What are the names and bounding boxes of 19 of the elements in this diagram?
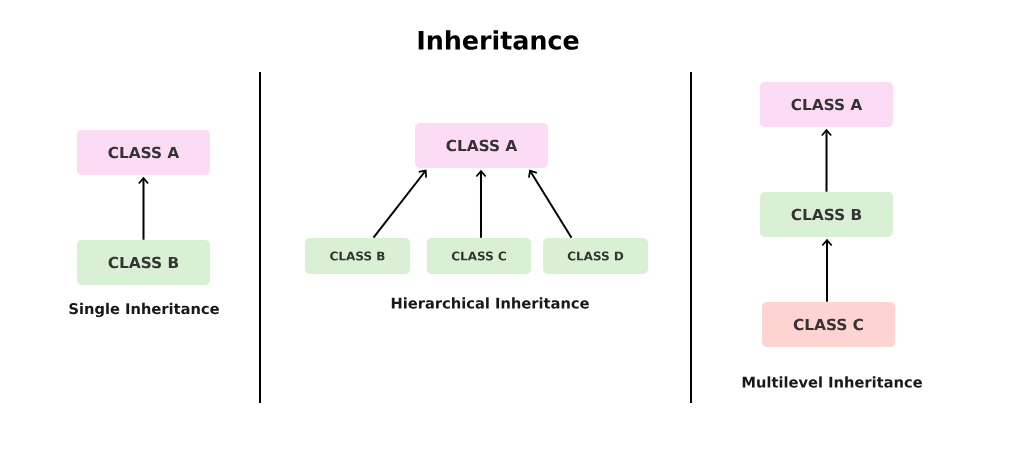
caption-text: Hierarchical Inheritance xyxy=(391,297,589,309)
arrow xyxy=(821,128,833,193)
class-box: CLASS B xyxy=(77,240,210,285)
class-box: CLASS D xyxy=(543,238,648,274)
caption-text: Multilevel Inheritance xyxy=(742,376,922,388)
class-box: CLASS B xyxy=(760,192,893,237)
class-box: CLASS A xyxy=(760,82,893,127)
title: Inheritance xyxy=(418,30,579,50)
arrow xyxy=(372,169,427,239)
arrow xyxy=(475,169,487,239)
class-box: CLASS B xyxy=(305,238,410,274)
arrow xyxy=(528,169,573,239)
arrow xyxy=(137,176,150,241)
class-box: CLASS A xyxy=(415,123,548,168)
class-box: CLASS C xyxy=(427,238,531,274)
caption-text: Single Inheritance xyxy=(69,302,219,318)
arrow xyxy=(821,238,833,303)
class-box: CLASS A xyxy=(77,130,210,175)
class-box: CLASS C xyxy=(762,302,895,347)
